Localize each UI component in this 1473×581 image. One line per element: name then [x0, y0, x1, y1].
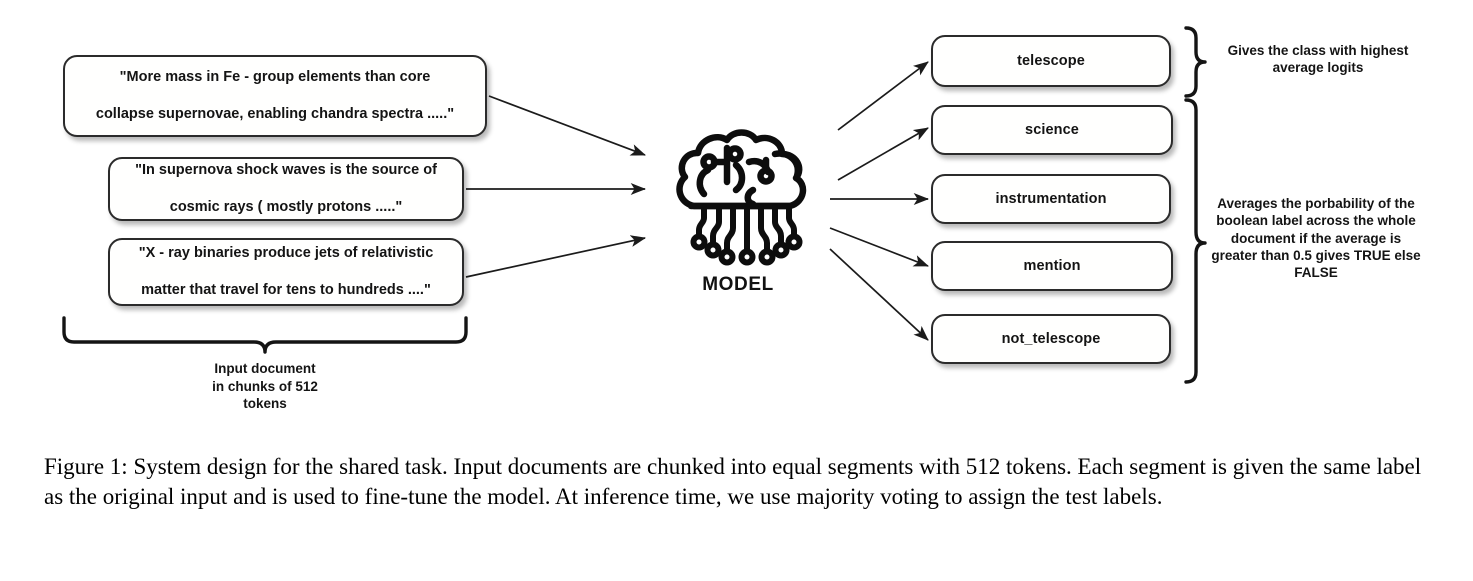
input-chunk-1-line-2: collapse supernovae, enabling chandra sp…	[95, 106, 455, 122]
output-box-science: science	[931, 105, 1173, 155]
output-label-instrumentation: instrumentation	[995, 191, 1107, 207]
model-group: MODEL	[648, 118, 828, 308]
figure-diagram: "More mass in Fe - group elements than c…	[62, 26, 1421, 412]
output-box-telescope: telescope	[931, 35, 1171, 87]
output-arrows	[829, 61, 930, 341]
output-label-telescope: telescope	[1017, 53, 1085, 69]
brace-boolean-group	[1184, 98, 1207, 384]
model-label: MODEL	[702, 274, 774, 295]
arrow-chunk1-to-model	[488, 95, 646, 156]
input-chunk-3-line-1: "X - ray binaries produce jets of relati…	[138, 244, 434, 261]
arrow-model-to-telescope	[837, 61, 929, 131]
arrow-chunk3-to-model	[465, 235, 646, 278]
input-chunk-2-line-2: cosmic rays ( mostly protons ....."	[169, 199, 403, 215]
arrow-model-to-science	[837, 127, 929, 181]
arrow-model-to-not-telescope	[829, 248, 929, 341]
output-label-not-telescope: not_telescope	[1001, 331, 1101, 347]
output-box-mention: mention	[931, 241, 1173, 291]
input-arrows	[465, 95, 647, 278]
annotation-bottom: Averages the porbability of the boolean …	[1211, 196, 1421, 281]
arrow-model-to-mention	[829, 227, 929, 267]
input-chunk-1-line-1: "More mass in Fe - group elements than c…	[119, 68, 431, 85]
output-label-mention: mention	[1023, 258, 1081, 274]
input-chunk-box-2: "In supernova shock waves is the source …	[108, 157, 464, 221]
input-chunk-2-line-1: "In supernova shock waves is the source …	[135, 161, 437, 178]
input-brace	[62, 316, 468, 354]
annotation-top: Gives the class with highest average log…	[1227, 43, 1409, 76]
input-chunk-3-line-2: matter that travel for tens to hundreds …	[141, 282, 431, 298]
input-document-caption: Input document in chunks of 512 tokens	[212, 361, 318, 412]
figure-caption: Figure 1: System design for the shared t…	[44, 454, 1422, 509]
output-label-science: science	[1025, 122, 1079, 138]
brace-telescope-group	[1184, 26, 1207, 98]
output-box-instrumentation: instrumentation	[931, 174, 1171, 224]
output-box-not-telescope: not_telescope	[931, 314, 1171, 364]
input-chunk-box-3: "X - ray binaries produce jets of relati…	[108, 238, 464, 306]
input-chunk-box-1: "More mass in Fe - group elements than c…	[63, 55, 487, 137]
brain-circuit-icon	[676, 129, 807, 266]
